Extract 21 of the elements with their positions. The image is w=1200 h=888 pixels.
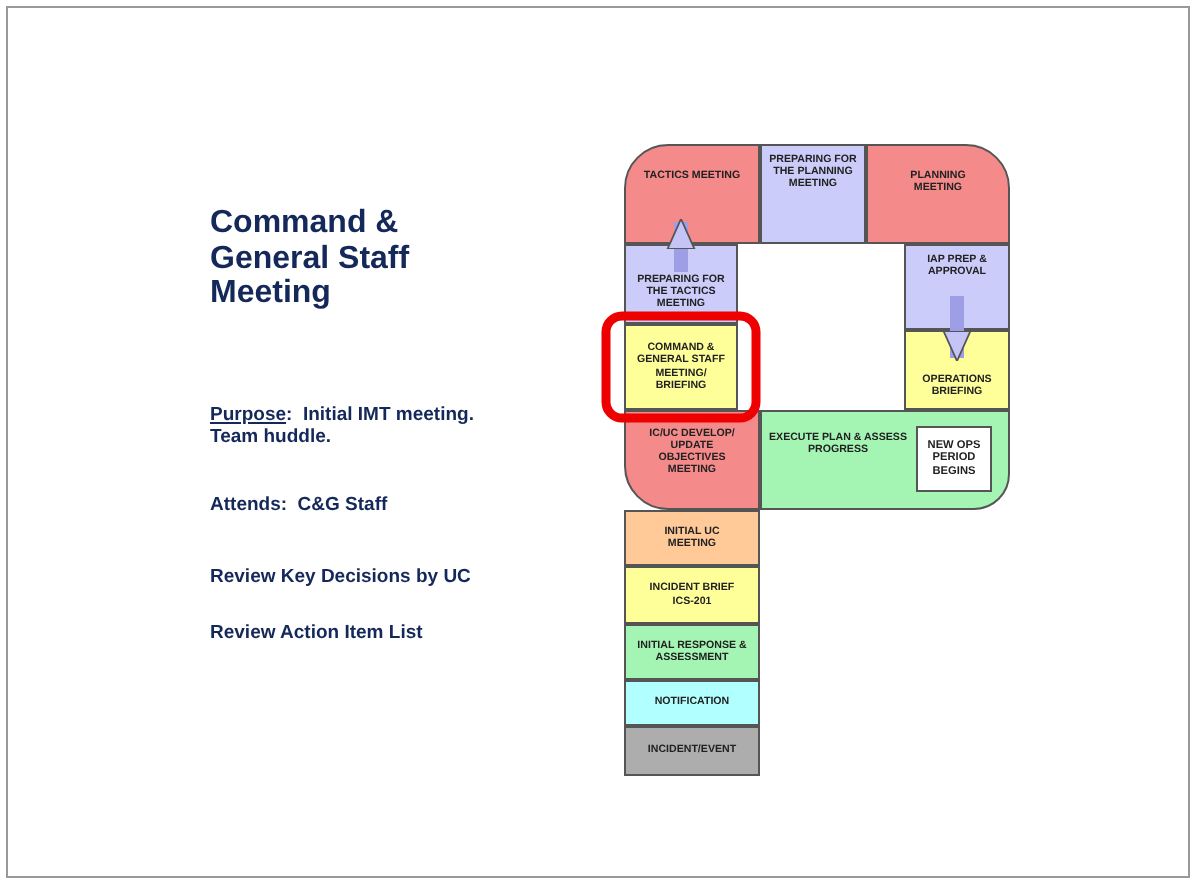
body-text: Purpose: Initial IMT meeting. Team huddle. [210,404,476,450]
slide-title: Command & General Staff Meeting [210,206,412,312]
body-text: Attends: C&G Staff [210,494,390,517]
process-band [760,410,1010,510]
process-box [760,144,866,244]
process-box [624,566,760,624]
body-text: Review Key Decisions by UC [210,566,473,589]
process-box [624,680,760,726]
process-box [866,144,1010,244]
body-text: Review Action Item List [210,622,425,645]
process-box [624,324,738,410]
process-box [904,330,1010,410]
process-box [624,410,760,510]
start-box [916,426,992,492]
process-box [624,726,760,776]
block-arrow [942,296,972,362]
block-arrow [666,218,696,272]
process-box [624,144,760,244]
process-box [904,244,1010,330]
process-box [624,624,760,680]
process-box [624,510,760,566]
